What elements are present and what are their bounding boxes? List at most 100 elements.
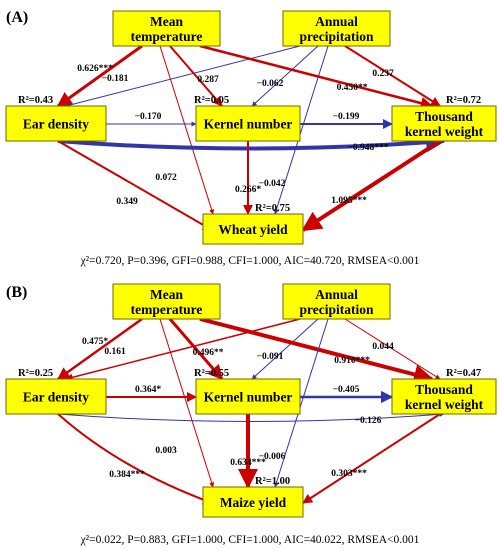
path-coefficient: 0.450** — [337, 83, 368, 93]
path-arrow-ear-to-tkw — [57, 132, 446, 153]
path-coefficient: −0.405 — [333, 385, 360, 395]
path-coefficient: 0.266* — [235, 185, 261, 195]
r-squared-yield: R²=1.00 — [255, 476, 290, 487]
path-coefficient: −0.948*** — [347, 143, 388, 153]
box-ear — [5, 378, 107, 415]
path-coefficient: −0.170 — [135, 112, 162, 122]
box-label: kernel weight — [405, 397, 484, 412]
path-arrow-temp-to-yield — [159, 45, 215, 215]
path-coefficient: 0.072 — [155, 173, 177, 183]
box-label: kernel weight — [405, 124, 484, 139]
path-arrow-precip-to-kernel — [251, 45, 319, 107]
path-coefficient: −0.199 — [333, 112, 360, 122]
path-coefficient: −0.126 — [355, 416, 382, 426]
path-coefficient: 0.287 — [197, 75, 219, 85]
path-coefficient: 0.496** — [193, 348, 224, 358]
box-tkw — [391, 105, 497, 142]
path-arrow-precip-to-yield — [273, 318, 329, 488]
coefficient-labels: 0.626***−0.181 0.287 −0.062 0.450** 0.237 0.0… — [18, 64, 481, 214]
path-coefficient: −0.006 — [259, 452, 286, 462]
path-arrows — [56, 317, 445, 505]
path-coefficient: 0.475* — [82, 337, 108, 347]
box-label: Kernel number — [204, 117, 293, 132]
path-coefficient: 0.384*** — [109, 470, 145, 480]
path-arrow-precip-to-ear — [65, 318, 301, 381]
path-arrows — [56, 44, 446, 232]
box-label: precipitation — [300, 302, 374, 317]
r-squared-kernel: R²=0.55 — [194, 368, 229, 379]
box-kernel — [195, 105, 301, 142]
path-arrow-temp-to-kernel — [168, 318, 224, 381]
path-arrow-temp-to-ear — [56, 317, 143, 381]
box-label: Ear density — [23, 390, 89, 405]
box-yield — [202, 486, 304, 518]
box-label: Thousand — [415, 109, 473, 124]
path-arrow-precip-to-tkw — [344, 45, 441, 107]
box-yield — [202, 213, 304, 245]
path-coefficient: 0.634*** — [230, 458, 266, 468]
r-squared-ear: R²=0.43 — [18, 95, 53, 106]
box-label: Kernel number — [204, 390, 293, 405]
path-coefficient: 1.095*** — [331, 196, 367, 206]
path-coefficient: 0.161 — [104, 347, 126, 357]
path-coefficient: −0.042 — [259, 179, 286, 189]
path-coefficient: 0.237 — [372, 69, 394, 79]
box-precip — [282, 283, 391, 320]
path-arrow-temp-to-tkw — [199, 317, 434, 385]
path-arrow-precip-to-yield — [273, 45, 329, 215]
box-label: precipitation — [300, 29, 374, 44]
panel-label: (A) — [6, 9, 28, 26]
r-squared-kernel: R²=0.05 — [194, 95, 229, 106]
path-arrow-precip-to-kernel — [251, 318, 319, 380]
path-coefficient: −0.091 — [257, 352, 284, 362]
box-label: temperature — [131, 29, 203, 44]
path-coefficient: 0.003 — [155, 446, 177, 456]
path-arrow-temp-to-kernel — [169, 45, 223, 107]
path-arrow-ear-to-yield — [57, 140, 213, 231]
r-squared-yield: R²=0.75 — [255, 203, 290, 214]
path-coefficient: −0.062 — [257, 79, 284, 89]
path-coefficient: 0.626*** — [77, 64, 113, 74]
path-arrow-temp-to-yield — [159, 318, 215, 488]
box-ear — [5, 105, 107, 142]
box-label: Wheat yield — [218, 222, 288, 237]
box-kernel — [195, 378, 301, 415]
path-coefficient: 0.364* — [135, 385, 161, 395]
r-squared-ear: R²=0.25 — [18, 368, 53, 379]
path-coefficient: 0.349 — [116, 197, 138, 207]
path-arrow-precip-to-tkw — [344, 318, 441, 380]
r-squared-tkw: R²=0.72 — [446, 95, 481, 106]
path-coefficient: −0.181 — [102, 74, 129, 84]
box-label: Maize yield — [220, 495, 287, 510]
box-tkw — [391, 378, 497, 415]
model-fit-statistics: χ²=0.022, P=0.883, GFI=1.000, CFI=1.000,… — [80, 534, 420, 546]
path-arrow-temp-to-ear — [56, 44, 143, 108]
box-precip — [282, 10, 391, 47]
box-label: Mean — [150, 14, 183, 29]
path-arrow-ear-to-yield — [57, 413, 213, 505]
box-temp — [112, 10, 221, 47]
panel-b: (B) MeantemperatureAnnualprecipitationEa… — [5, 283, 497, 546]
path-arrow-tkw-to-yield — [302, 413, 441, 504]
path-arrow-precip-to-ear — [65, 45, 301, 108]
panel-label: (B) — [6, 284, 27, 301]
path-arrow-tkw-to-yield — [301, 139, 442, 232]
box-label: Ear density — [23, 117, 89, 132]
r-squared-tkw: R²=0.47 — [446, 368, 481, 379]
path-coefficient: 0.044 — [372, 342, 394, 352]
box-label: Mean — [150, 287, 183, 302]
path-coefficient: 0.303*** — [331, 469, 367, 479]
path-arrow-ear-to-tkw — [57, 411, 445, 422]
box-label: Thousand — [415, 382, 473, 397]
path-coefficient: 0.910*** — [334, 356, 370, 366]
path-arrow-temp-to-tkw — [199, 44, 434, 110]
box-temp — [112, 283, 221, 320]
coefficient-labels: 0.475*0.161 0.496** −0.091 0.910***0.044 0.0… — [18, 337, 481, 487]
box-label: Annual — [315, 14, 358, 29]
model-fit-statistics: χ²=0.720, P=0.396, GFI=0.988, CFI=1.000,… — [80, 255, 420, 267]
box-label: temperature — [131, 302, 203, 317]
